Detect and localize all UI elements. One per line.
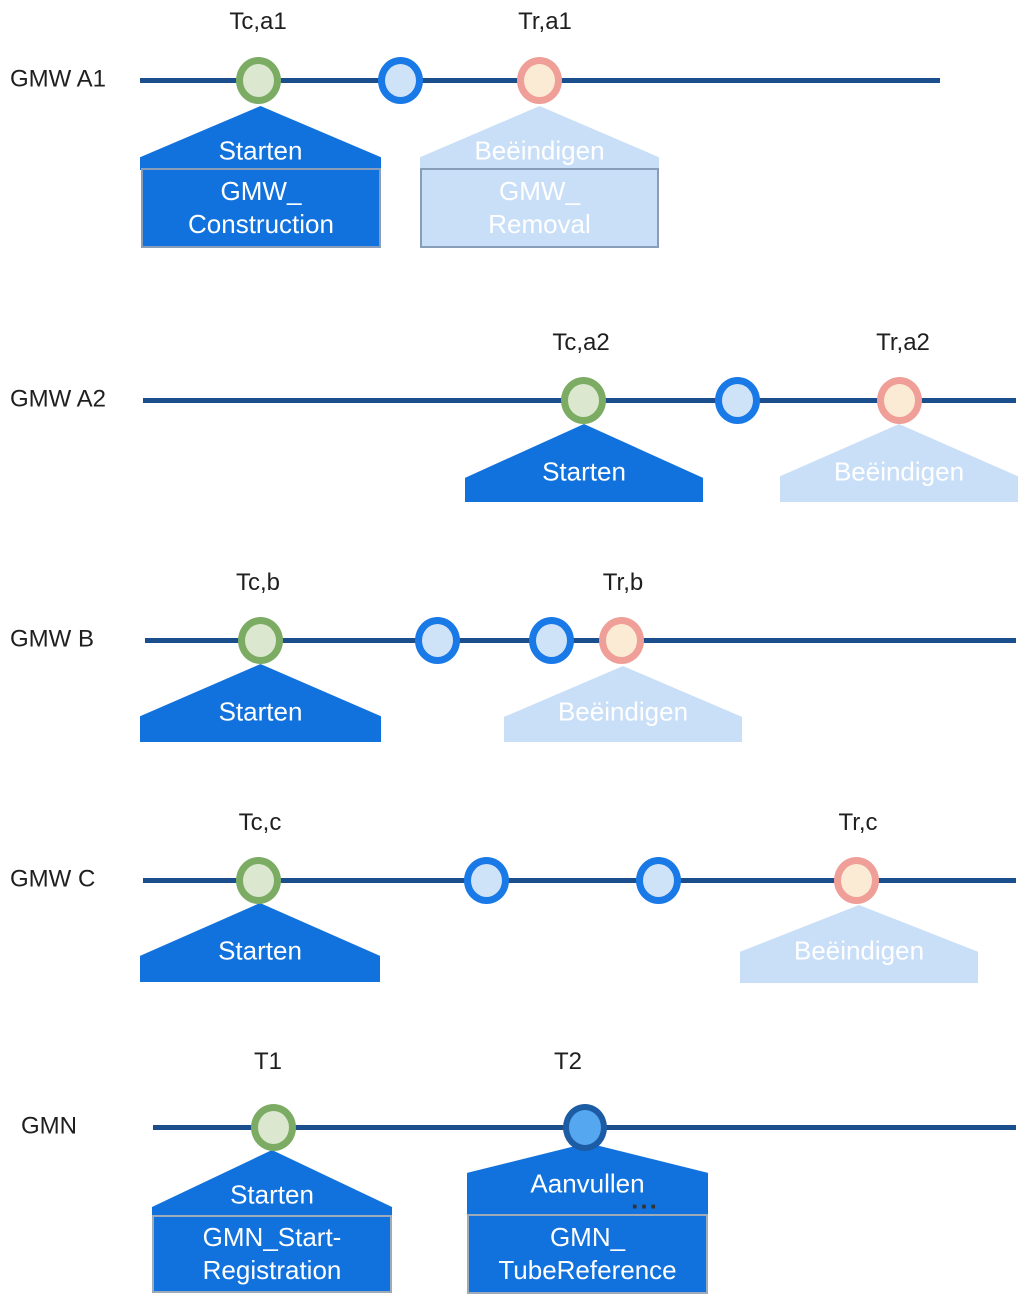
gmw-a2-callout-be-indigen-label: Beëindigen bbox=[833, 456, 965, 487]
gmn-box-line-1: GMN_Start- bbox=[202, 1222, 342, 1252]
gmw-a2-marker-red-3 bbox=[876, 376, 922, 424]
gmw-a1-box-line-2: Removal bbox=[488, 209, 591, 239]
gmn-box-gmn-tubereference: GMN_TubeReference bbox=[467, 1214, 708, 1294]
gmw-c-timeline bbox=[143, 877, 1016, 883]
gmn-marker-navy-2 bbox=[563, 1103, 607, 1151]
gmn-row-label: GMN bbox=[21, 1112, 77, 1140]
gmw-b-callout-starten-label: Starten bbox=[218, 696, 303, 727]
gmw-a1-box-line-1: GMW_ bbox=[499, 176, 580, 206]
gmw-a1-callout-be-indigen-label: Beëindigen bbox=[474, 135, 605, 166]
gmw-c-marker-blue-3 bbox=[635, 856, 681, 904]
gmw-c-row-label: GMW C bbox=[10, 865, 96, 893]
gmw-b-time-label-tr-b: Tr,b bbox=[602, 569, 644, 596]
gmw-a1-box-gmw-construction: GMW_Construction bbox=[141, 168, 381, 248]
gmw-a1-box-gmw-removal: GMW_Removal bbox=[420, 168, 659, 248]
gmw-b-time-label-tc-b: Tc,b bbox=[235, 569, 281, 596]
gmw-c-callout-be-indigen-label: Beëindigen bbox=[793, 935, 925, 966]
gmw-b-marker-green-1 bbox=[237, 616, 283, 664]
gmw-c-marker-red-4 bbox=[833, 856, 879, 904]
gmw-a2-time-label-tc-a2: Tc,a2 bbox=[552, 329, 610, 356]
gmw-a2-time-label-tr-a2: Tr,a2 bbox=[876, 329, 930, 356]
gmw-a1-marker-green-1 bbox=[235, 56, 281, 104]
gmn-time-label-t1: T1 bbox=[253, 1048, 283, 1075]
gmw-c-time-label-tc-c: Tc,c bbox=[238, 809, 282, 836]
gmw-b-marker-red-4 bbox=[598, 616, 644, 664]
gmw-a2-callout-starten-label: Starten bbox=[542, 456, 626, 487]
gmw-a1-row-label: GMW A1 bbox=[10, 65, 107, 93]
gmw-b-row-label: GMW B bbox=[10, 625, 94, 653]
gmw-a2-marker-blue-2 bbox=[714, 376, 760, 424]
gmw-a1-box-line-1: GMW_ bbox=[220, 176, 302, 206]
gmw-b-callout-be-indigen-label: Beëindigen bbox=[557, 696, 689, 727]
gmw-b-marker-blue-2 bbox=[414, 616, 460, 664]
gmw-b-timeline bbox=[145, 637, 1016, 643]
gmn-callout-starten-label: Starten bbox=[230, 1179, 314, 1210]
gmw-a1-time-label-tc-a1: Tc,a1 bbox=[229, 8, 287, 35]
gmw-c-callout-starten-label: Starten bbox=[218, 935, 302, 966]
gmw-c-time-label-tr-c: Tr,c bbox=[838, 809, 878, 836]
gmn-box-line-2: TubeReference bbox=[498, 1255, 677, 1285]
gmw-a1-marker-blue-2 bbox=[377, 56, 423, 104]
gmn-box-line-1: GMN_ bbox=[549, 1222, 626, 1252]
gmn-callout-aanvullen-label: Aanvullen bbox=[530, 1168, 645, 1199]
gmn-time-label-t2: T2 bbox=[553, 1048, 583, 1075]
gmn-box-gmn-start-registration: GMN_Start-Registration bbox=[152, 1215, 392, 1293]
gmw-a2-row-label: GMW A2 bbox=[10, 385, 107, 413]
gmw-c-marker-green-1 bbox=[235, 856, 281, 904]
gmn-marker-green-1 bbox=[250, 1103, 296, 1151]
gmn-box-line-2: Registration bbox=[202, 1255, 342, 1285]
gmw-a1-marker-red-3 bbox=[516, 56, 562, 104]
gmw-a2-marker-green-1 bbox=[560, 376, 606, 424]
ellipsis-annotation-1: ... bbox=[631, 1184, 659, 1215]
gmw-b-marker-blue-3 bbox=[528, 616, 574, 664]
gmw-c-marker-blue-2 bbox=[463, 856, 509, 904]
gmw-a1-time-label-tr-a1: Tr,a1 bbox=[518, 8, 572, 35]
gmw-a1-box-line-2: Construction bbox=[188, 209, 334, 239]
gmw-a1-callout-starten-label: Starten bbox=[218, 135, 303, 166]
